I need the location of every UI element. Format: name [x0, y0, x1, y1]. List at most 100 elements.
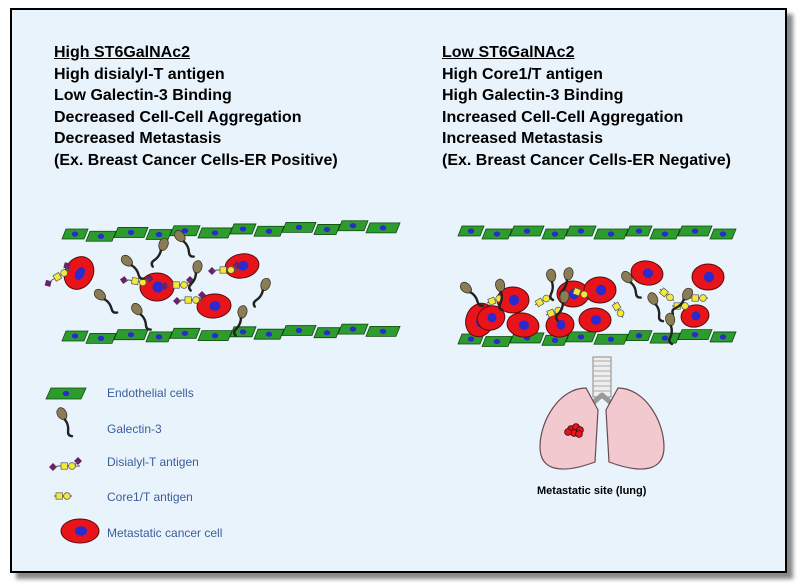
- endothelial-cell: [565, 225, 597, 237]
- endothelial-cell: [365, 325, 401, 337]
- cancer-cell: [476, 305, 506, 331]
- endothelial-cell: [113, 329, 149, 341]
- core1-t-antigen: [54, 492, 72, 500]
- endothelial-cell: [649, 332, 681, 344]
- cancer-cell: [224, 253, 260, 279]
- endothelial-cell: [541, 228, 569, 240]
- endothelial-cell: [197, 227, 233, 239]
- endothelial-cell: [457, 333, 485, 345]
- galectin-3: [174, 230, 195, 258]
- core1-t-antigen: [690, 294, 708, 302]
- endothelial-cell: [85, 230, 117, 242]
- endothelial-cell: [625, 225, 653, 237]
- disialyl-t-antigen: [44, 262, 72, 287]
- galectin-3: [188, 260, 203, 292]
- endothelial-cell: [61, 330, 89, 342]
- endothelial-cell: [509, 225, 545, 237]
- left-heading: High ST6GalNAc2: [54, 44, 191, 61]
- endothelial-cell: [593, 333, 629, 345]
- left-line-2: Low Galectin-3 Binding: [54, 87, 232, 104]
- right-line-1: High Core1/T antigen: [442, 65, 603, 83]
- legend-icons: [45, 387, 100, 544]
- endothelial-cell: [709, 228, 737, 240]
- legend-label-core1: Core1/T antigen: [107, 490, 193, 504]
- galectin-3: [252, 277, 271, 308]
- endothelial-cell: [281, 325, 317, 336]
- endothelial-cell: [229, 223, 257, 235]
- endothelial-cell: [85, 332, 117, 344]
- endothelial-cell: [649, 228, 681, 240]
- endothelial-cell: [481, 336, 513, 347]
- cancer-cell: [196, 293, 232, 319]
- disialyl-t-antigen: [119, 274, 154, 287]
- right-line-4: Increased Metastasis: [442, 130, 603, 147]
- cancer-cell: [60, 518, 100, 544]
- lung-icon: [539, 356, 665, 470]
- left-line-1: High disialyl-T antigen: [54, 65, 225, 83]
- cancer-cell: [139, 272, 175, 302]
- left-line-3: Decreased Cell-Cell Aggregation: [54, 108, 302, 126]
- metastatic-site-label: Metastatic site (lung): [537, 485, 647, 497]
- left-line-5: (Ex. Breast Cancer Cells-ER Positive): [54, 151, 338, 169]
- disialyl-t-antigen: [208, 261, 241, 275]
- right-panel-text: Low ST6GalNAc2 High Core1/T antigen High…: [442, 42, 731, 171]
- left-line-4: Decreased Metastasis: [54, 130, 222, 147]
- right-heading: Low ST6GalNAc2: [442, 44, 575, 61]
- endothelial-cell: [625, 330, 653, 342]
- endothelial-cell: [677, 225, 713, 237]
- endothelial-cell: [365, 222, 401, 234]
- galectin-3: [555, 290, 570, 322]
- endothelial-cell: [337, 220, 369, 232]
- galectin-3: [56, 407, 74, 438]
- endothelial-cell: [565, 331, 597, 343]
- endothelial-cell: [541, 334, 569, 346]
- legend-label-galectin: Galectin-3: [107, 422, 162, 436]
- endothelial-cell: [197, 330, 233, 342]
- endothelial-cell: [45, 387, 87, 400]
- endothelial-cell: [337, 323, 369, 335]
- lung-tumor: [564, 423, 584, 438]
- disialyl-t-antigen: [173, 291, 206, 305]
- legend-label-endothelial: Endothelial cells: [107, 386, 194, 400]
- right-vessel: [457, 225, 737, 347]
- endothelial-cell: [281, 221, 317, 233]
- right-line-2: High Galectin-3 Binding: [442, 87, 624, 104]
- core1-t-antigen: [611, 301, 625, 318]
- left-vessel: [44, 220, 401, 344]
- disialyl-t-antigen: [49, 457, 82, 471]
- endothelial-cell: [169, 327, 201, 339]
- galectin-3: [120, 255, 146, 280]
- endothelial-cell: [313, 224, 341, 235]
- endothelial-cell: [253, 225, 285, 237]
- right-line-5: (Ex. Breast Cancer Cells-ER Negative): [442, 151, 731, 169]
- legend-label-disialyl: Disialyl-T antigen: [107, 455, 199, 469]
- galectin-3: [93, 289, 119, 314]
- galectin-3: [150, 237, 169, 268]
- endothelial-cell: [457, 225, 485, 237]
- endothelial-cell: [313, 327, 341, 339]
- endothelial-cell: [593, 228, 629, 240]
- galectin-3: [495, 278, 506, 312]
- right-line-3: Increased Cell-Cell Aggregation: [442, 108, 684, 126]
- galectin-3: [665, 312, 676, 346]
- galectin-3: [459, 282, 485, 307]
- core1-t-antigen: [658, 287, 675, 302]
- endothelial-cell: [61, 228, 89, 240]
- galectin-3: [131, 303, 152, 331]
- endothelial-cell: [145, 229, 173, 240]
- cancer-cell: [578, 307, 612, 333]
- endothelial-cell: [481, 228, 513, 240]
- galectin-3: [647, 292, 665, 323]
- cancer-cell: [506, 312, 540, 338]
- galectin-3: [233, 305, 248, 337]
- endothelial-cell: [677, 329, 713, 341]
- cancer-cell: [63, 256, 95, 290]
- endothelial-cell: [145, 331, 173, 343]
- galectin-3: [621, 271, 642, 299]
- endothelial-cell: [253, 328, 285, 340]
- galectin-3: [546, 268, 557, 302]
- cancer-cell: [630, 260, 664, 286]
- cancer-cell: [680, 304, 710, 328]
- cancer-cell: [691, 263, 725, 291]
